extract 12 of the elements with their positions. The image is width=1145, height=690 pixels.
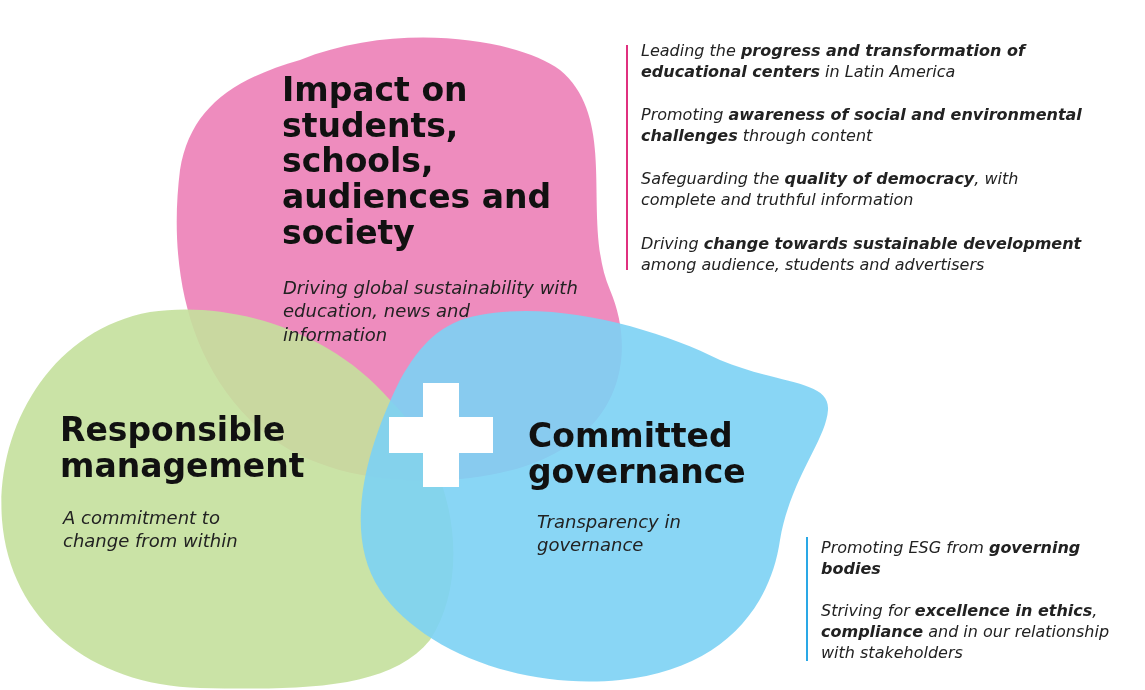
subtitle: A commitment to change from within [63,506,239,553]
heading: Impact on students, schools, audiences and society [282,72,553,251]
bullet-text: Driving change towards sustainable development among audience, students and advertisers [641,234,1083,276]
heading: Committed governance [528,418,747,490]
heading: Responsible management [60,412,306,484]
bullet-text: Promoting ESG from governing bodies [821,538,1082,580]
subtitle: Driving global sustainability with education, news and information [283,276,578,347]
bullet-text: Promoting awareness of social and environmental challenges through content [641,105,1083,147]
subtitle: Transparency in governance [537,510,682,557]
bullet-text: Safeguarding the quality of democracy, with complete and truthful information [641,169,1020,211]
bullet-text: Striving for excellence in ethics, compliance and in our relationship with stakeholders [821,601,1111,664]
bullet-text: Leading the progress and transformation of educational centers in Latin America [641,41,1028,83]
